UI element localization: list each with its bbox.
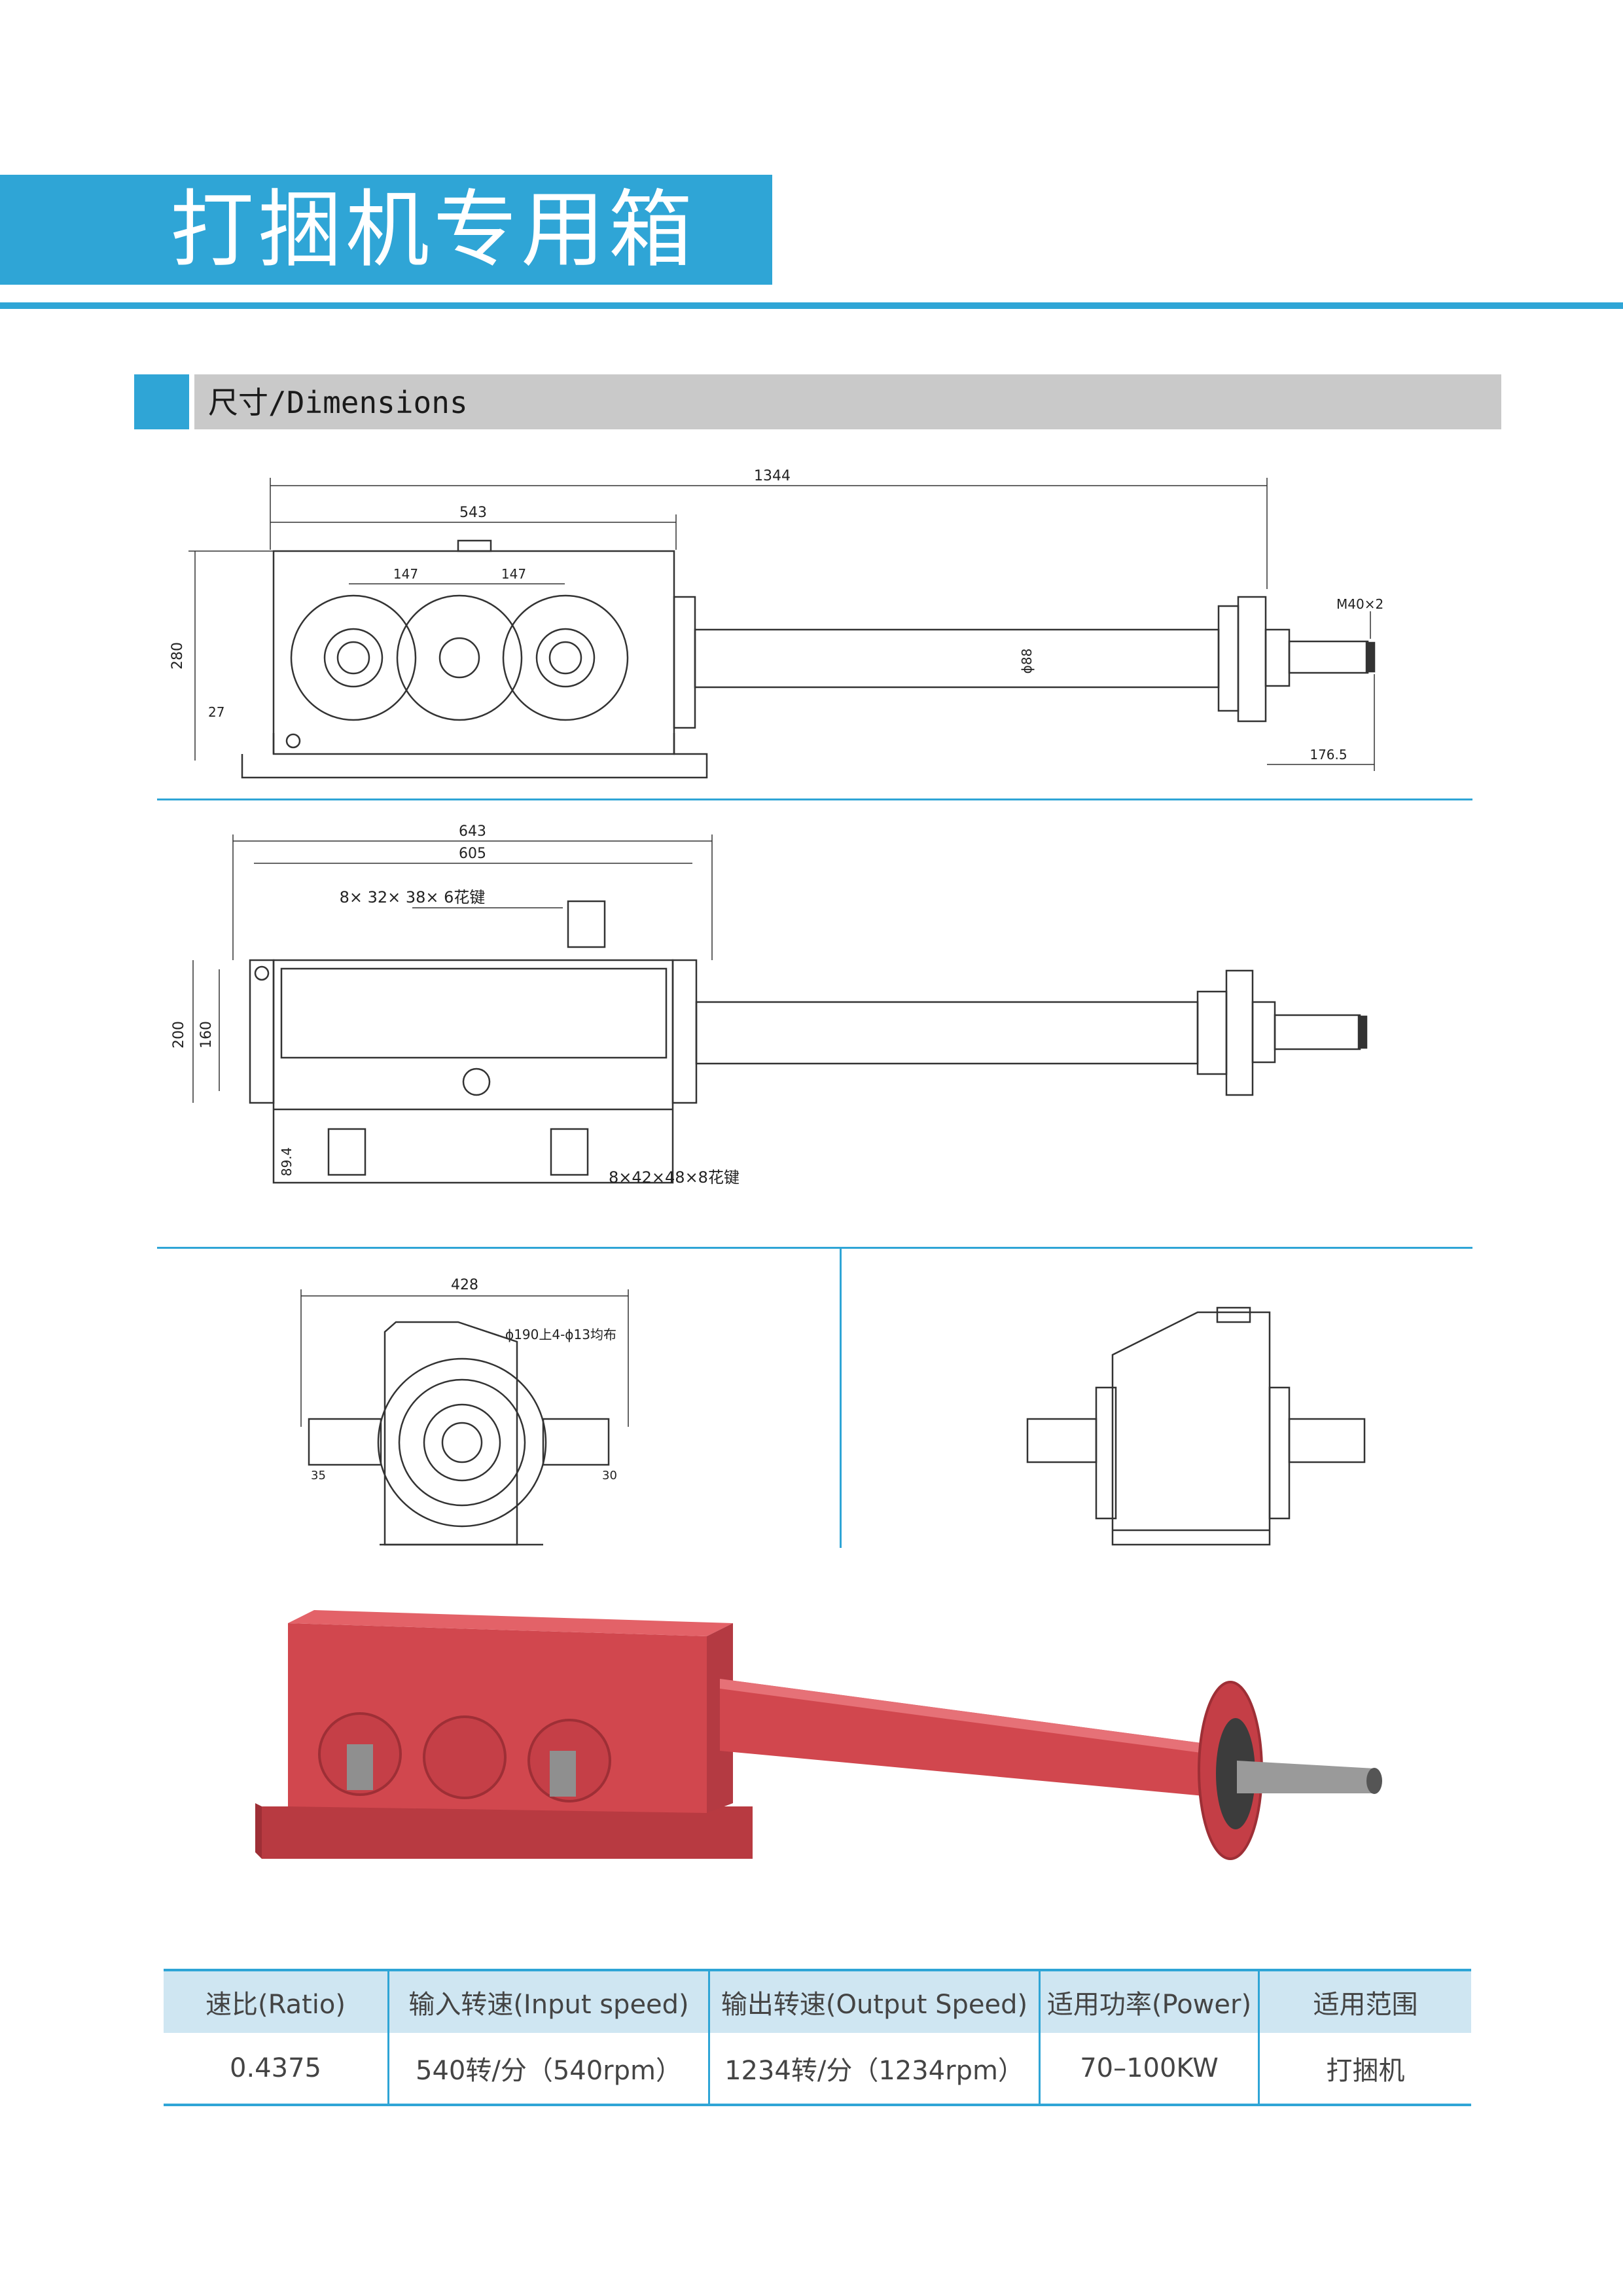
dim-pitch-left: 147	[393, 566, 418, 582]
dim-pitch-right: 147	[501, 566, 526, 582]
cell-power: 70–100KW	[1039, 2033, 1260, 2105]
section-marker	[134, 374, 189, 429]
divider-1	[157, 798, 1472, 800]
flange-note: ϕ190上4-ϕ13均布	[505, 1327, 616, 1342]
divider-vertical	[840, 1247, 842, 1548]
product-image	[255, 1610, 1382, 1860]
table-row: 0.4375 540转/分（540rpm） 1234转/分（1234rpm） 7…	[164, 2033, 1471, 2105]
spline-top-note: 8× 32× 38× 6花键	[340, 888, 486, 906]
dim-width-inner: 160	[198, 1021, 215, 1049]
section-title: 尺寸/Dimensions	[208, 385, 468, 420]
header-input-speed: 输入转速(Input speed)	[388, 1970, 710, 2033]
dim-side-left: 35	[311, 1469, 326, 1482]
top-view-drawing: 643 605 8× 32× 38× 6花键 200 160 89.4 8×42…	[171, 823, 1368, 1187]
title-banner	[0, 175, 772, 285]
divider-2	[157, 1247, 1472, 1249]
header-ratio: 速比(Ratio)	[164, 1970, 389, 2033]
spline-bottom-note: 8×42×48×8花键	[609, 1168, 740, 1187]
dim-side-right: 30	[602, 1469, 617, 1482]
cell-input-speed: 540转/分（540rpm）	[388, 2033, 710, 2105]
dim-thread: M40×2	[1336, 596, 1383, 612]
header-application: 适用范围	[1258, 1970, 1471, 2033]
section-bar	[194, 374, 1501, 429]
cell-ratio: 0.4375	[164, 2033, 389, 2105]
page-title: 打捆机专用箱	[170, 181, 697, 279]
dim-shaft-length: 89.4	[279, 1147, 294, 1177]
side-view-drawing: 428 ϕ190上4-ϕ13均布 35 30	[300, 1277, 629, 1546]
header-output-speed: 输出转速(Output Speed)	[709, 1970, 1041, 2033]
dim-overall-width: 643	[459, 823, 486, 840]
spec-table: 速比(Ratio) 输入转速(Input speed) 输出转速(Output …	[164, 1969, 1471, 2106]
dim-tail: 176.5	[1310, 747, 1347, 762]
dim-box-length: 543	[459, 505, 487, 521]
dim-width: 200	[171, 1021, 187, 1049]
dim-height: 280	[169, 642, 186, 670]
dim-overall-length: 1344	[754, 468, 791, 484]
dim-base: 27	[208, 704, 224, 720]
dim-shaft-dia: ϕ88	[1019, 649, 1035, 674]
dim-side-width: 428	[451, 1277, 478, 1293]
table-header-row: 速比(Ratio) 输入转速(Input speed) 输出转速(Output …	[164, 1970, 1471, 2033]
cell-application: 打捆机	[1326, 2056, 1405, 2086]
header-power: 适用功率(Power)	[1039, 1970, 1260, 2033]
cell-output-speed: 1234转/分（1234rpm）	[709, 2033, 1041, 2105]
rear-view-drawing	[1026, 1306, 1366, 1546]
dim-inner-width: 605	[459, 846, 486, 862]
title-rule	[0, 302, 1623, 309]
front-view-drawing: 1344 543 147 147 280 27 ϕ88 M40×2 176.5	[169, 468, 1383, 779]
